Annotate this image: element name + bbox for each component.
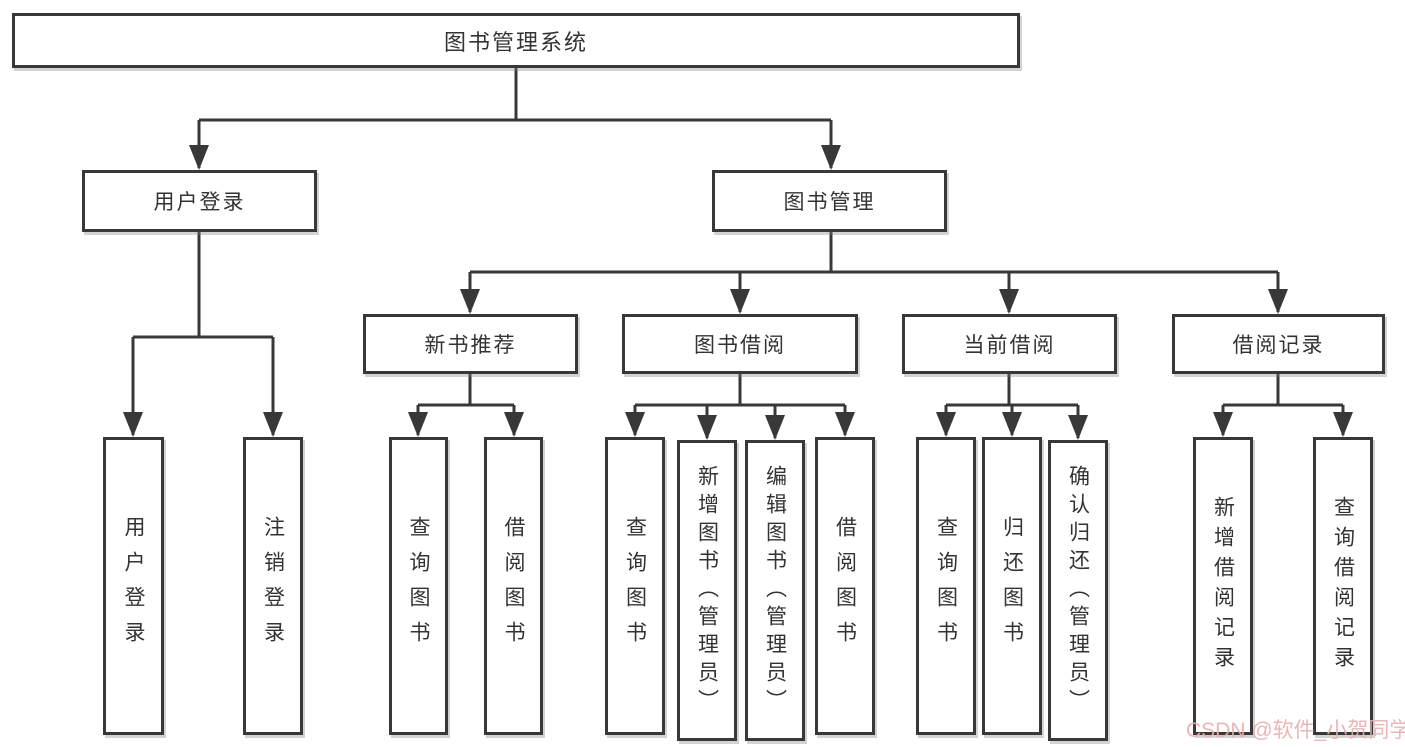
node-query-books-current: 查询图书: [916, 437, 976, 735]
node-confirm-return-admin: 确认归还（管理员）: [1048, 440, 1108, 741]
node-user-login-leaf: 用户登录: [103, 437, 164, 735]
node-library-management-system: 图书管理系统: [12, 13, 1020, 68]
csdn-watermark: CSDN @软件_小贺同学: [1186, 719, 1405, 742]
node-borrowing-records: 借阅记录: [1172, 314, 1385, 374]
node-logout: 注销登录: [243, 437, 303, 735]
node-edit-books-admin: 编辑图书（管理员）: [745, 440, 805, 741]
node-borrow-books-recommend: 借阅图书: [484, 437, 543, 735]
node-add-borrow-record: 新增借阅记录: [1193, 437, 1253, 735]
node-query-books-borrowing: 查询图书: [605, 437, 665, 735]
node-query-borrow-record: 查询借阅记录: [1313, 437, 1373, 735]
node-current-borrowing: 当前借阅: [902, 314, 1117, 374]
node-user-login: 用户登录: [82, 170, 317, 232]
node-return-books: 归还图书: [982, 437, 1042, 735]
node-new-book-recommendation: 新书推荐: [363, 314, 578, 374]
node-book-borrowing: 图书借阅: [622, 314, 858, 374]
node-query-books-recommend: 查询图书: [389, 437, 448, 735]
node-borrow-books-borrowing: 借阅图书: [815, 437, 875, 735]
node-book-management: 图书管理: [712, 170, 947, 232]
node-add-books-admin: 新增图书（管理员）: [677, 440, 737, 741]
